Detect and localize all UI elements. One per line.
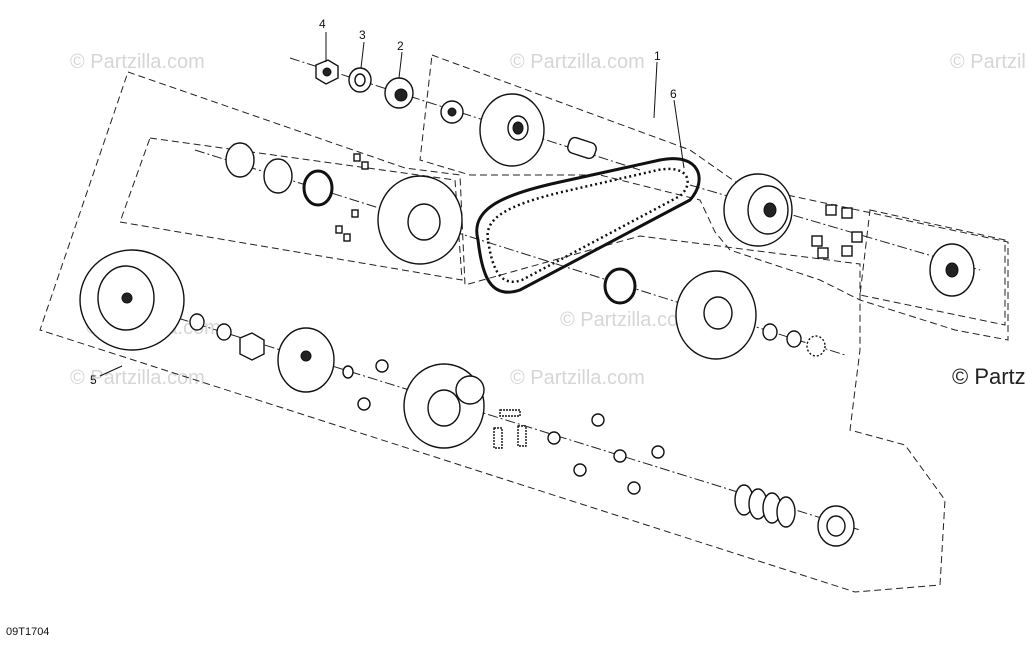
drive-face-bore — [512, 121, 524, 135]
needle-bearing — [806, 335, 826, 357]
clutch-shoe-cap — [455, 375, 485, 405]
pin — [343, 233, 351, 242]
roller — [841, 207, 853, 219]
bushing — [375, 359, 389, 373]
clutch-assembly — [79, 249, 485, 449]
movable-face-bore — [763, 202, 777, 218]
roller — [841, 245, 853, 257]
washer — [547, 431, 561, 445]
washer — [573, 463, 587, 477]
drive-belt-part-6 — [475, 157, 701, 294]
callouts: 4 3 2 1 6 5 — [90, 17, 677, 387]
leader-line-1 — [653, 61, 658, 119]
starter-gear-hole — [447, 107, 457, 117]
sliding-sheave — [603, 267, 826, 360]
spring-seat-hole — [826, 515, 846, 537]
clutch-plate-hub — [300, 350, 312, 362]
callout-3: 3 — [359, 28, 366, 42]
spring — [493, 427, 503, 449]
outline-group-5 — [39, 71, 946, 593]
bushing — [342, 365, 354, 379]
leader-line-5 — [99, 365, 123, 377]
watermark: © Partzilla.com — [950, 51, 1026, 73]
watermarks: © Partzilla.com © Partzilla.com © Partzi… — [70, 51, 1026, 389]
clutch-shoe-hub — [427, 389, 461, 427]
seal-ring — [603, 267, 637, 305]
watermark: © Partzilla.com — [70, 51, 205, 73]
spring — [499, 409, 521, 417]
clutch-nut — [239, 332, 265, 361]
watermark: © Partzilla.com — [510, 51, 645, 73]
washer — [613, 449, 627, 463]
bearing — [786, 330, 802, 348]
torque-spring — [734, 484, 855, 547]
washer — [591, 413, 605, 427]
callout-4: 4 — [319, 17, 326, 31]
outline-group-1 — [419, 54, 1009, 341]
fixed-sheave-hub — [407, 203, 441, 241]
roller — [817, 247, 829, 259]
leader-lines — [99, 32, 685, 377]
callout-5: 5 — [90, 373, 97, 387]
secondary-rings — [225, 142, 463, 265]
bearing — [762, 323, 778, 341]
collar-hub — [394, 88, 408, 102]
leader-line-2 — [398, 51, 403, 79]
spring — [517, 425, 527, 447]
o-ring — [263, 158, 293, 194]
pin — [361, 161, 369, 170]
pin — [335, 225, 343, 234]
washer — [189, 313, 205, 331]
watermark: © Partzilla.com — [70, 367, 205, 389]
o-ring — [302, 169, 334, 207]
drive-sleeve — [567, 136, 597, 160]
outline-secondary-box — [119, 137, 463, 281]
callout-1: 1 — [654, 49, 661, 63]
outline-spring-box — [859, 209, 1006, 326]
spring-hardware — [493, 409, 665, 495]
callout-6: 6 — [670, 87, 677, 101]
watermark-edge: © Partz — [952, 364, 1026, 389]
washer — [651, 445, 665, 459]
roller — [851, 231, 863, 243]
nut-stack — [315, 59, 414, 109]
drive-face-assembly — [440, 93, 597, 167]
washer — [216, 323, 232, 341]
figure-code: 09T1704 — [6, 626, 50, 638]
watermark: © Partzilla.com — [560, 309, 695, 331]
leader-line-3 — [360, 41, 365, 69]
washer-hole — [354, 73, 366, 87]
group-outlines — [39, 54, 1009, 593]
axis-bottom — [109, 296, 861, 531]
spring-coil — [776, 496, 796, 528]
leader-line-6 — [673, 99, 685, 169]
center-axes — [109, 57, 981, 531]
watermark: © Partzilla.com — [510, 367, 645, 389]
pin — [351, 209, 359, 218]
sliding-sheave-hub — [703, 296, 733, 330]
roller — [825, 204, 837, 216]
bushing — [357, 397, 371, 411]
washer — [627, 481, 641, 495]
clutch-housing-hub — [121, 292, 133, 304]
nut-hole — [322, 67, 332, 77]
pin — [353, 153, 361, 162]
roller — [811, 235, 823, 247]
callout-2: 2 — [397, 39, 404, 53]
belt-teeth — [486, 167, 689, 283]
movable-drive-face — [723, 173, 975, 297]
o-ring — [225, 142, 255, 178]
belt-outer — [475, 157, 701, 294]
ramp-plate-hub — [945, 262, 959, 278]
